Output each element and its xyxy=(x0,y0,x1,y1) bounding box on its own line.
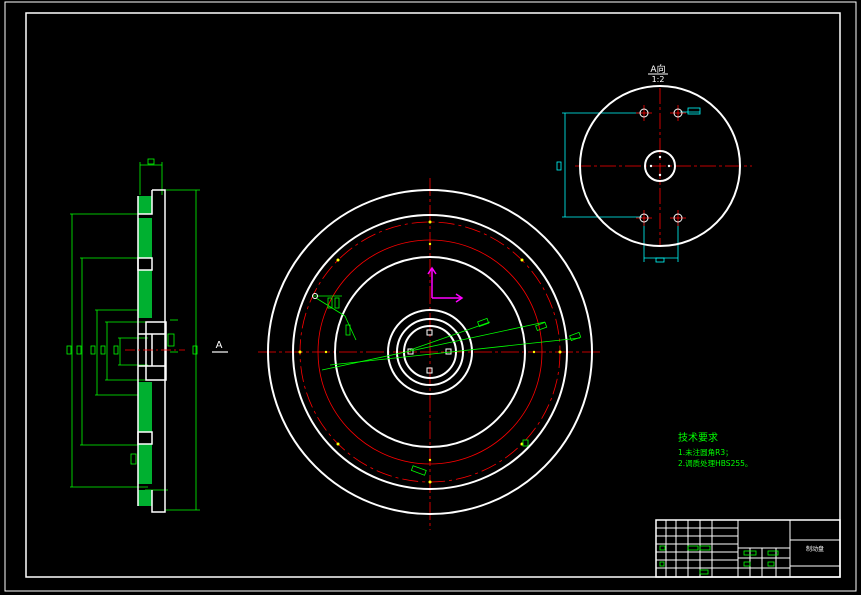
front-view xyxy=(258,178,602,530)
section-cut-label: A xyxy=(216,340,223,351)
title-block-part-name: 制动盘 xyxy=(806,545,824,553)
section-cut-marker: A xyxy=(212,340,228,353)
tech-req-title: 技术要求 xyxy=(678,431,718,444)
section-dimensions xyxy=(70,162,200,511)
leader-origin-dot xyxy=(312,293,318,299)
title-block xyxy=(655,519,841,578)
a-view-outline xyxy=(579,85,741,247)
section-hatch xyxy=(138,196,152,506)
a-view-title: A向 xyxy=(650,63,665,75)
inner-border xyxy=(25,12,841,578)
technical-requirements: 技术要求 1.未注圆角R3； 2.调质处理HBS255。 xyxy=(678,431,752,468)
section-view: A xyxy=(66,158,228,513)
ucs-icon xyxy=(427,266,464,303)
tech-req-line-1: 1.未注圆角R3； xyxy=(678,447,733,457)
drawing-frame xyxy=(4,1,857,592)
front-leader-tags xyxy=(327,297,582,476)
tech-req-line-2: 2.调质处理HBS255。 xyxy=(678,458,752,468)
front-hole-markers xyxy=(298,220,562,484)
title-block-marks xyxy=(659,545,779,575)
outer-border xyxy=(4,1,857,592)
section-outline xyxy=(137,189,167,513)
a-view-scale: 1:2 xyxy=(652,75,665,84)
front-hub-bolts xyxy=(407,329,452,374)
a-view-centerlines xyxy=(575,88,752,245)
a-view: A向 1:2 xyxy=(556,63,752,263)
a-view-dimensions xyxy=(556,107,701,263)
front-leaders xyxy=(312,295,581,371)
a-view-label: A向 1:2 xyxy=(648,63,668,84)
front-outline xyxy=(267,189,593,515)
a-view-hub-markers xyxy=(649,155,671,177)
section-dim-labels xyxy=(66,158,198,465)
